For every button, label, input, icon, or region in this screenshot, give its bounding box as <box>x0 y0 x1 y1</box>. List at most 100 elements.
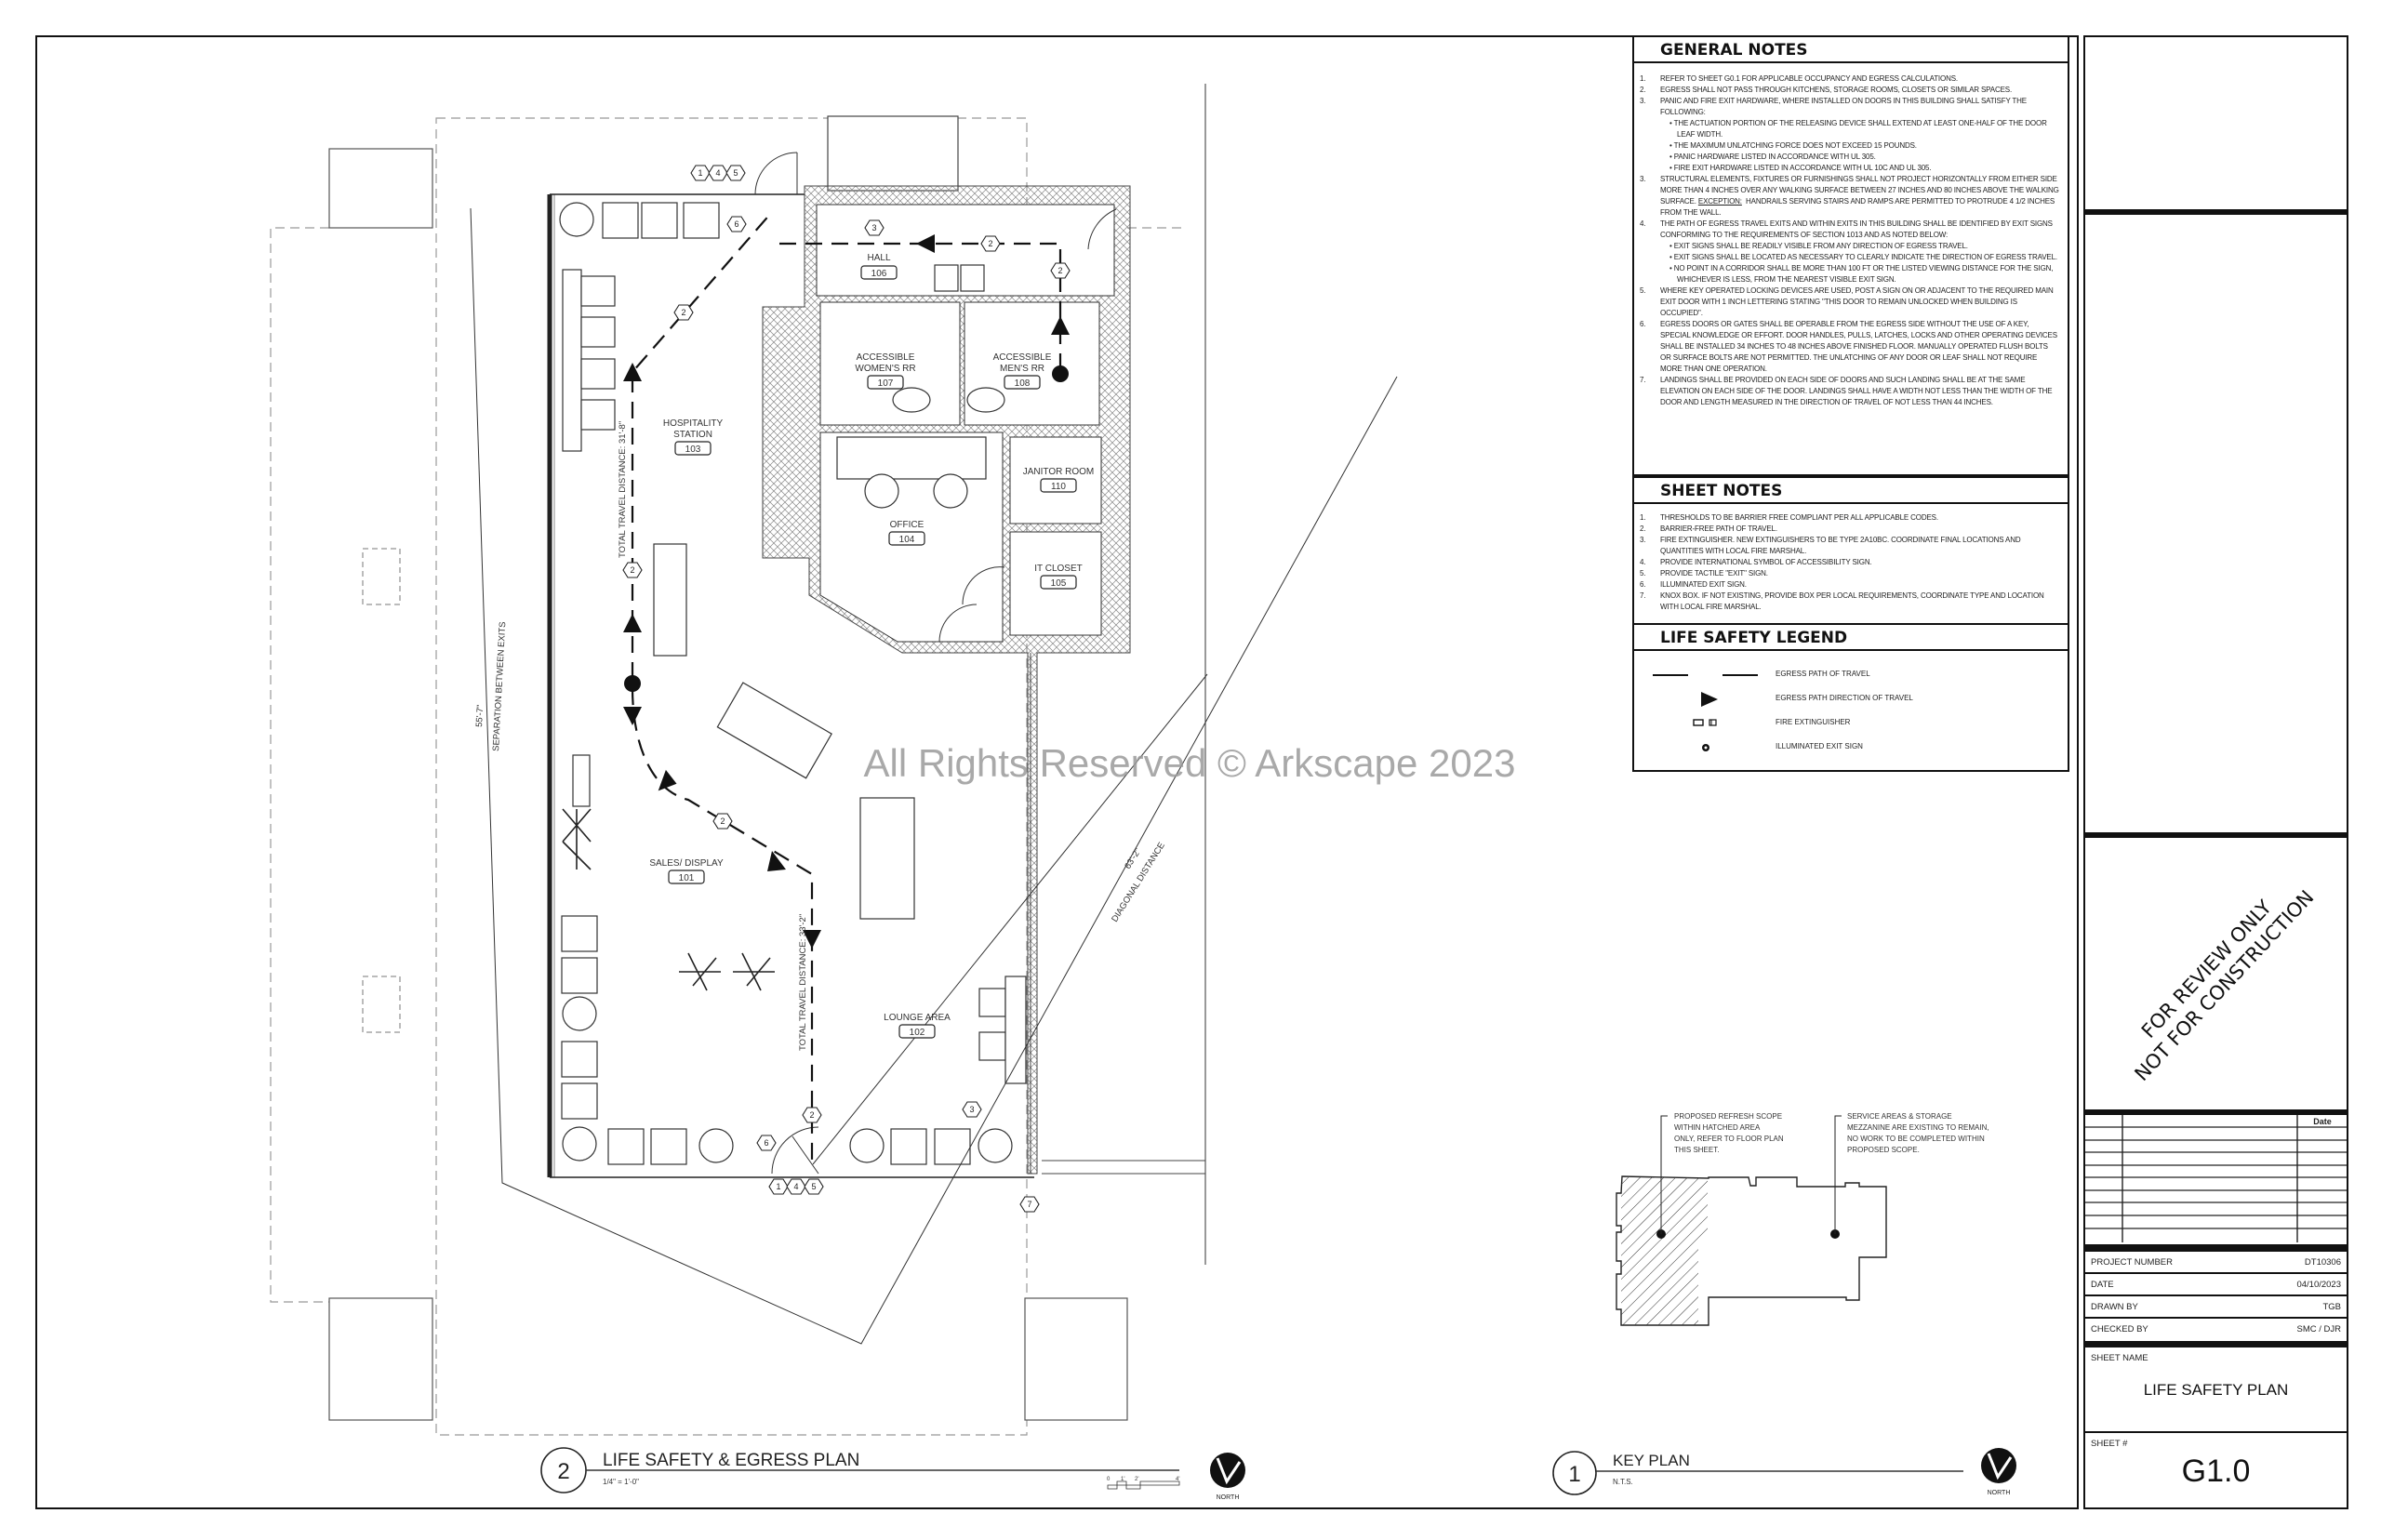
keynote-tag: 4 <box>708 165 728 181</box>
svg-text:JANITOR ROOM: JANITOR ROOM <box>1023 467 1094 477</box>
north-arrow-icon: NORTH <box>1210 1453 1245 1501</box>
direction-arrow-icon <box>1701 692 1718 707</box>
svg-text:101: 101 <box>679 873 695 883</box>
copyright-watermark: All Rights Reserved © Arkscape 2023 <box>864 741 1516 785</box>
egress-paths <box>623 211 1070 1164</box>
egress-path-line-icon <box>1653 674 1758 676</box>
svg-text:ACCESSIBLE: ACCESSIBLE <box>993 352 1052 363</box>
travel-distance-1: TOTAL TRAVEL DISTANCE: 31'-8" <box>618 421 628 558</box>
diagonal-value: 63'-2" <box>1123 846 1143 870</box>
svg-text:2: 2 <box>988 239 992 248</box>
svg-text:WITHIN HATCHED AREA: WITHIN HATCHED AREA <box>1674 1123 1761 1132</box>
note-item: 2.BARRIER-FREE PATH OF TRAVEL. <box>1640 524 1777 533</box>
direction-arrow-icon <box>623 707 642 725</box>
keynote-tag: 2 <box>1050 262 1071 279</box>
svg-text:2: 2 <box>809 1110 814 1120</box>
legend-item-direction: EGRESS PATH DIRECTION OF TRAVEL <box>1634 692 2068 711</box>
exit-sign-icon <box>1702 744 1709 751</box>
svg-text:4': 4' <box>1176 1477 1179 1482</box>
sheet-notes-panel: SHEET NOTES 1.THRESHOLDS TO BE BARRIER F… <box>1632 476 2069 625</box>
title-block: FOR REVIEW ONLY NOT FOR CONSTRUCTION Dat… <box>2083 35 2348 1509</box>
walls <box>547 152 1205 1178</box>
keynote-tag: 6 <box>726 216 747 232</box>
direction-arrow-icon <box>658 769 677 791</box>
svg-text:5: 5 <box>811 1182 816 1191</box>
travel-distance-2: TOTAL TRAVEL DISTANCE: 33'-2" <box>798 914 808 1051</box>
key-plan-title: KEY PLAN <box>1613 1452 1690 1469</box>
svg-text:3: 3 <box>969 1105 974 1114</box>
legend-item-extinguisher: FIRE EXTINGUISHER <box>1634 717 2068 736</box>
direction-arrow-icon <box>916 234 935 253</box>
svg-text:NORTH: NORTH <box>1217 1494 1240 1501</box>
legend-item-exit-sign: ILLUMINATED EXIT SIGN <box>1634 741 2068 760</box>
general-notes-panel: GENERAL NOTES 1.REFER TO SHEET G0.1 FOR … <box>1632 35 2069 476</box>
svg-text:NORTH: NORTH <box>1988 1490 2011 1496</box>
note-bullet: EXIT SIGNS SHALL BE LOCATED AS NECESSARY… <box>1640 252 2060 263</box>
keynote-tag: 4 <box>786 1178 806 1195</box>
note-item: 4.THE PATH OF EGRESS TRAVEL EXITS AND WI… <box>1640 219 2053 239</box>
plan-title-text: LIFE SAFETY & EGRESS PLAN <box>603 1451 859 1470</box>
life-safety-legend: LIFE SAFETY LEGEND EGRESS PATH OF TRAVEL… <box>1632 623 2069 772</box>
keynote-tag: 2 <box>673 304 694 321</box>
svg-text:IT CLOSET: IT CLOSET <box>1034 564 1083 574</box>
svg-text:103: 103 <box>685 445 701 455</box>
room-janitor: JANITOR ROOM 110 <box>1023 467 1094 493</box>
svg-text:2: 2 <box>557 1459 569 1484</box>
svg-text:4: 4 <box>715 168 720 178</box>
room-labels: HALL 106 ACCESSIBLE WOMEN'S RR 107 ACCESSIB… <box>649 253 1094 1039</box>
note-item: 5.PROVIDE TACTILE "EXIT" SIGN. <box>1640 569 1768 578</box>
svg-text:STATION: STATION <box>673 430 712 440</box>
separation-label: SEPARATION BETWEEN EXITS <box>491 621 508 751</box>
furniture <box>559 202 1027 1165</box>
svg-text:SERVICE AREAS & STORAGE: SERVICE AREAS & STORAGE <box>1847 1112 1952 1121</box>
stamp-line-1: FOR REVIEW ONLY <box>2136 896 2277 1042</box>
keynote-tag: 1 <box>690 165 711 181</box>
sheet-notes-list: 1.THRESHOLDS TO BE BARRIER FREE COMPLIAN… <box>1640 512 2060 613</box>
keynote-tag: 2 <box>712 813 733 830</box>
key-plan-scale: N.T.S. <box>1613 1478 1633 1486</box>
stamp-line-2: NOT FOR CONSTRUCTION <box>2130 885 2319 1085</box>
svg-text:102: 102 <box>910 1028 925 1038</box>
keynote-tag: 2 <box>980 235 1001 252</box>
distance-lines <box>470 207 1398 1345</box>
sheet-number-row: SHEET # G1.0 <box>2085 1433 2347 1507</box>
legend-title: LIFE SAFETY LEGEND <box>1634 625 2068 651</box>
svg-text:107: 107 <box>878 378 894 389</box>
general-notes-title: GENERAL NOTES <box>1634 37 2068 63</box>
direction-arrow-icon <box>623 363 642 381</box>
note-item: 4.PROVIDE INTERNATIONAL SYMBOL OF ACCESS… <box>1640 558 1872 566</box>
note-bullet: EXIT SIGNS SHALL BE READILY VISIBLE FROM… <box>1640 241 2060 252</box>
svg-text:106: 106 <box>871 269 887 279</box>
keynote-tag: 6 <box>756 1135 777 1151</box>
keynote-tags: 1 4 5 6 3 2 2 2 2 2 2 6 1 4 5 3 7 <box>622 165 1071 1213</box>
key-plan-note-left: PROPOSED REFRESH SCOPE WITHIN HATCHED AR… <box>1674 1112 1784 1154</box>
north-arrow-icon: NORTH <box>1981 1448 2016 1496</box>
svg-text:105: 105 <box>1051 578 1067 589</box>
svg-text:2: 2 <box>1057 266 1062 275</box>
keynote-tag: 2 <box>622 562 643 578</box>
note-item: 1.REFER TO SHEET G0.1 FOR APPLICABLE OCC… <box>1640 74 1958 83</box>
note-bullet: THE ACTUATION PORTION OF THE RELEASING D… <box>1640 118 2060 140</box>
exit-sign-icon <box>1052 365 1069 382</box>
keynote-tag: 7 <box>1019 1196 1040 1213</box>
note-item: 6.EGRESS DOORS OR GATES SHALL BE OPERABL… <box>1640 320 2057 373</box>
keynote-tag: 5 <box>804 1178 824 1195</box>
svg-text:110: 110 <box>1051 482 1066 492</box>
svg-text:HALL: HALL <box>867 253 890 263</box>
column-pier <box>1024 1297 1128 1421</box>
note-item: 2.EGRESS SHALL NOT PASS THROUGH KITCHENS… <box>1640 86 2013 94</box>
svg-text:108: 108 <box>1015 378 1031 389</box>
key-plan-note-right: SERVICE AREAS & STORAGE MEZZANINE ARE EX… <box>1847 1112 1989 1154</box>
svg-text:0: 0 <box>1107 1477 1111 1482</box>
svg-text:5: 5 <box>733 168 738 178</box>
svg-text:WOMEN'S RR: WOMEN'S RR <box>855 364 915 374</box>
note-item: 5.WHERE KEY OPERATED LOCKING DEVICES ARE… <box>1640 286 2054 317</box>
